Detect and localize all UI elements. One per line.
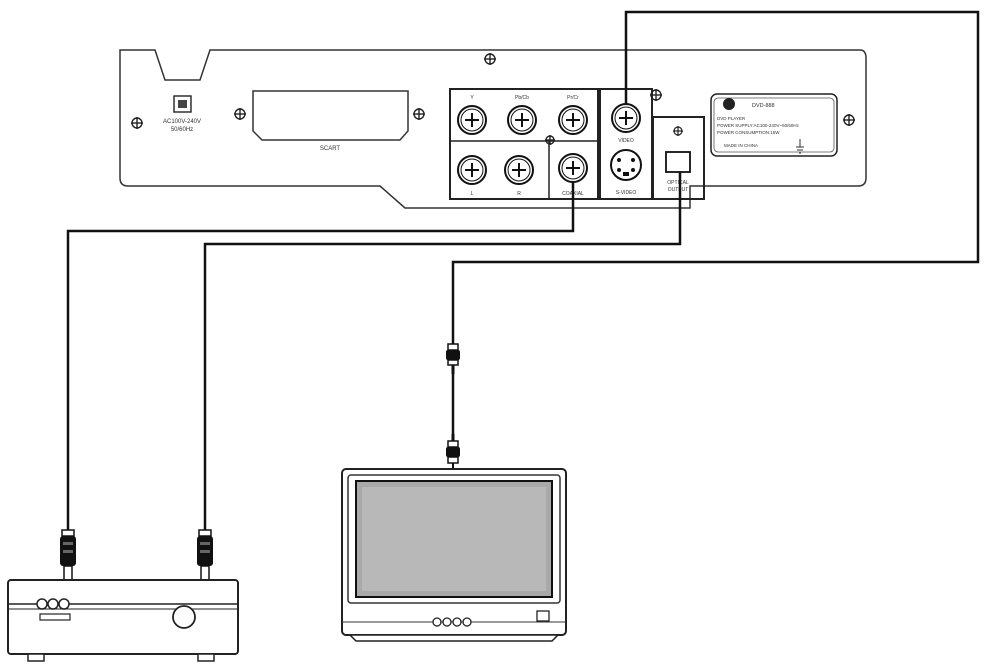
optical-plug-icon xyxy=(197,529,213,581)
nameplate-line1: DVD PLAYER xyxy=(717,116,746,121)
svideo-label: S-VIDEO xyxy=(616,190,637,196)
tv-button xyxy=(452,617,462,627)
optical-label-line1: OPTICAL xyxy=(667,180,689,186)
receiver-display xyxy=(39,613,71,621)
power-label-line1: AC100V-240V xyxy=(163,119,201,125)
rca-plug-icon xyxy=(446,343,460,374)
screw-icon xyxy=(545,135,555,145)
audio-jack-left xyxy=(457,155,487,185)
video-label: VIDEO xyxy=(618,138,634,144)
svideo-jack xyxy=(610,149,642,181)
coaxial-jack xyxy=(558,153,588,183)
jack-label-pr: Pr/Cr xyxy=(567,95,579,101)
screw-icon xyxy=(484,53,496,65)
nameplate-line3: POWER CONSUMPTION:15W xyxy=(717,130,780,135)
brand-logo-icon xyxy=(723,98,735,110)
cables xyxy=(66,10,980,533)
screw-icon xyxy=(843,114,855,126)
optical-cable xyxy=(203,172,682,533)
jack-label-r: R xyxy=(517,191,521,197)
optical-label-line2: OUTPUT xyxy=(668,187,689,193)
volume-knob-icon xyxy=(172,605,196,629)
screw-icon xyxy=(673,126,683,136)
scart-label: SCART xyxy=(320,146,341,152)
tv-button xyxy=(432,617,442,627)
receiver-button xyxy=(58,598,70,610)
nameplate-line4: MADE IN CHINA xyxy=(724,143,758,148)
power-connector xyxy=(173,95,192,113)
nameplate-model: DVD-888 xyxy=(752,103,775,109)
optical-box xyxy=(652,116,705,200)
tv-button xyxy=(462,617,472,627)
audio-receiver xyxy=(7,579,239,662)
optical-port xyxy=(665,151,691,173)
component-jack-pb xyxy=(507,105,537,135)
tv-button xyxy=(442,617,452,627)
component-jack-y xyxy=(457,105,487,135)
video-jack xyxy=(611,103,641,133)
coaxial-cable xyxy=(66,182,575,533)
jack-label-l: L xyxy=(471,191,474,197)
audio-jack-right xyxy=(504,155,534,185)
dvd-rear-panel xyxy=(119,49,867,209)
television xyxy=(341,468,567,642)
screw-icon xyxy=(234,108,246,120)
ground-icon xyxy=(796,139,804,154)
rca-plug-icon xyxy=(446,434,460,470)
av-jack-box xyxy=(449,88,599,200)
jack-label-pb: Pb/Cb xyxy=(515,95,529,101)
scart-connector xyxy=(252,90,409,141)
power-label-line2: 50/60Hz xyxy=(171,127,193,133)
video-cable xyxy=(451,10,980,346)
screw-icon xyxy=(131,117,143,129)
receiver-button xyxy=(36,598,48,610)
jack-label-y: Y xyxy=(470,95,474,101)
tv-power-button xyxy=(536,610,550,622)
coaxial-plug-icon xyxy=(60,529,76,581)
nameplate xyxy=(710,93,838,157)
screw-icon xyxy=(413,108,425,120)
receiver-button xyxy=(47,598,59,610)
nameplate-line2: POWER SUPPLY:AC100-240V~50/60Hz xyxy=(717,123,800,128)
component-jack-pr xyxy=(558,105,588,135)
